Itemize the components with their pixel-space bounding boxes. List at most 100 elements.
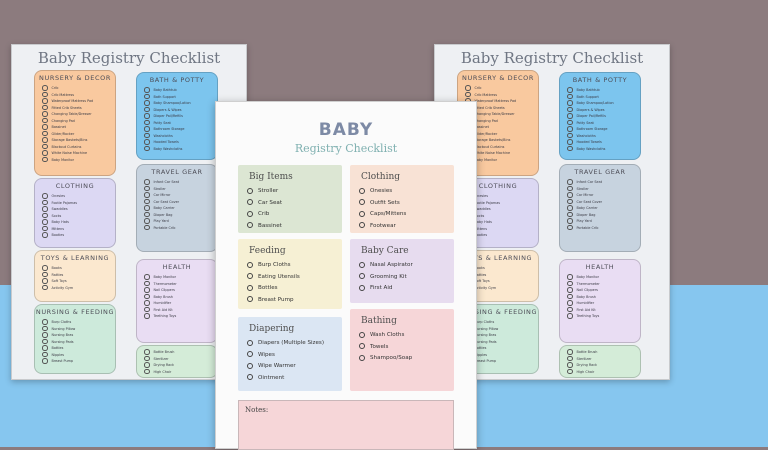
- checklist-item[interactable]: Changing Table/Dresser: [42, 111, 115, 118]
- checklist-item[interactable]: Car Seat Cover: [567, 199, 640, 206]
- checklist-item[interactable]: Activity Gym: [465, 285, 538, 292]
- checklist-item[interactable]: Washcloths: [567, 133, 640, 140]
- checklist-item[interactable]: Nipples: [42, 352, 115, 359]
- checklist-item[interactable]: High Chair: [567, 369, 640, 376]
- checklist-item[interactable]: Swaddles: [465, 206, 538, 213]
- checklist-item[interactable]: Humidifier: [567, 300, 640, 307]
- checklist-item[interactable]: Baby Brush: [144, 294, 217, 301]
- checklist-item[interactable]: Bottles: [247, 283, 342, 295]
- checklist-item[interactable]: Mittens: [465, 226, 538, 233]
- checklist-item[interactable]: Ointment: [247, 373, 342, 385]
- checklist-item[interactable]: Bassinet: [42, 124, 115, 131]
- checklist-item[interactable]: Car Seat Cover: [144, 199, 217, 206]
- checklist-item[interactable]: Activity Gym: [42, 285, 115, 292]
- checklist-item[interactable]: Crib: [42, 85, 115, 92]
- checklist-item[interactable]: Shampoo/Soap: [359, 353, 454, 365]
- checklist-item[interactable]: Socks: [42, 213, 115, 220]
- checklist-item[interactable]: Diaper Pail/Refills: [144, 113, 217, 120]
- checklist-item[interactable]: Washcloths: [144, 133, 217, 140]
- checklist-item[interactable]: Diapers & Wipes: [567, 107, 640, 114]
- checklist-item[interactable]: Bassinet: [465, 124, 538, 131]
- checklist-item[interactable]: Baby Bathtub: [144, 87, 217, 94]
- checklist-item[interactable]: Hooded Towels: [567, 139, 640, 146]
- checklist-item[interactable]: Booties: [465, 232, 538, 239]
- checklist-item[interactable]: Storage Baskets/Bins: [465, 137, 538, 144]
- checklist-item[interactable]: Caps/Mittens: [359, 209, 454, 221]
- checklist-item[interactable]: Crib: [247, 209, 342, 221]
- checklist-item[interactable]: Teething Toys: [144, 313, 217, 320]
- checklist-item[interactable]: Onesies: [465, 193, 538, 200]
- checklist-item[interactable]: Portable Crib: [567, 225, 640, 232]
- checklist-item[interactable]: Thermometer: [144, 281, 217, 288]
- checklist-item[interactable]: High Chair: [144, 369, 217, 376]
- checklist-item[interactable]: Soft Toys: [465, 278, 538, 285]
- checklist-item[interactable]: Crib: [465, 85, 538, 92]
- checklist-item[interactable]: First Aid: [359, 283, 454, 295]
- checklist-item[interactable]: Diapers (Multiple Sizes): [247, 338, 342, 350]
- checklist-item[interactable]: Bottles: [42, 345, 115, 352]
- checklist-item[interactable]: Bath Support: [567, 94, 640, 101]
- checklist-item[interactable]: Nursing Pillow: [465, 326, 538, 333]
- checklist-item[interactable]: Wash Cloths: [359, 330, 454, 342]
- checklist-item[interactable]: Wipe Warmer: [247, 361, 342, 373]
- checklist-item[interactable]: First Aid Kit: [567, 307, 640, 314]
- checklist-item[interactable]: Crib Mattress: [465, 92, 538, 99]
- checklist-item[interactable]: Onesies: [359, 186, 454, 198]
- checklist-item[interactable]: Swaddles: [42, 206, 115, 213]
- checklist-item[interactable]: Burp Cloths: [247, 260, 342, 272]
- checklist-item[interactable]: White Noise Machine: [465, 150, 538, 157]
- checklist-item[interactable]: Stroller: [567, 186, 640, 193]
- checklist-item[interactable]: Nasal Aspirator: [359, 260, 454, 272]
- checklist-item[interactable]: Rattles: [465, 272, 538, 279]
- checklist-item[interactable]: Stroller: [247, 186, 342, 198]
- checklist-item[interactable]: Footwear: [359, 221, 454, 233]
- checklist-item[interactable]: Changing Pad: [465, 118, 538, 125]
- checklist-item[interactable]: Onesies: [42, 193, 115, 200]
- checklist-item[interactable]: Footie Pajamas: [42, 200, 115, 207]
- checklist-item[interactable]: Diaper Bag: [144, 212, 217, 219]
- checklist-item[interactable]: Stroller: [144, 186, 217, 193]
- checklist-item[interactable]: Potty Seat: [144, 120, 217, 127]
- checklist-item[interactable]: Nursing Pads: [42, 339, 115, 346]
- checklist-item[interactable]: Fitted Crib Sheets: [465, 105, 538, 112]
- checklist-item[interactable]: Socks: [465, 213, 538, 220]
- checklist-item[interactable]: Waterproof Mattress Pad: [465, 98, 538, 105]
- checklist-item[interactable]: Changing Pad: [42, 118, 115, 125]
- checklist-item[interactable]: Rattles: [42, 272, 115, 279]
- checklist-item[interactable]: Nipples: [465, 352, 538, 359]
- checklist-item[interactable]: Burp Cloths: [42, 319, 115, 326]
- checklist-item[interactable]: Bath Support: [144, 94, 217, 101]
- checklist-item[interactable]: Baby Shampoo/Lotion: [144, 100, 217, 107]
- checklist-item[interactable]: Storage Baskets/Bins: [42, 137, 115, 144]
- checklist-item[interactable]: Books: [465, 265, 538, 272]
- checklist-item[interactable]: Bottles: [465, 345, 538, 352]
- checklist-item[interactable]: Nursing Bras: [42, 332, 115, 339]
- checklist-item[interactable]: Diaper Bag: [567, 212, 640, 219]
- checklist-item[interactable]: First Aid Kit: [144, 307, 217, 314]
- checklist-item[interactable]: Outfit Sets: [359, 198, 454, 210]
- checklist-item[interactable]: Nail Clippers: [567, 287, 640, 294]
- checklist-item[interactable]: Soft Toys: [42, 278, 115, 285]
- checklist-item[interactable]: Baby Hats: [42, 219, 115, 226]
- checklist-item[interactable]: Baby Brush: [567, 294, 640, 301]
- checklist-item[interactable]: Baby Monitor: [42, 157, 115, 164]
- checklist-item[interactable]: White Noise Machine: [42, 150, 115, 157]
- checklist-item[interactable]: Blackout Curtains: [42, 144, 115, 151]
- checklist-item[interactable]: Changing Table/Dresser: [465, 111, 538, 118]
- checklist-item[interactable]: Infant Car Seat: [144, 179, 217, 186]
- checklist-item[interactable]: Nursing Pads: [465, 339, 538, 346]
- checklist-item[interactable]: Car Seat: [247, 198, 342, 210]
- checklist-item[interactable]: Bathroom Storage: [144, 126, 217, 133]
- checklist-item[interactable]: Booties: [42, 232, 115, 239]
- checklist-item[interactable]: Diaper Pail/Refills: [567, 113, 640, 120]
- checklist-item[interactable]: Towels: [359, 342, 454, 354]
- checklist-item[interactable]: Books: [42, 265, 115, 272]
- checklist-item[interactable]: Baby Monitor: [465, 157, 538, 164]
- checklist-item[interactable]: Glider/Rocker: [42, 131, 115, 138]
- checklist-item[interactable]: Bathroom Storage: [567, 126, 640, 133]
- checklist-item[interactable]: Portable Crib: [144, 225, 217, 232]
- checklist-item[interactable]: Footie Pajamas: [465, 200, 538, 207]
- checklist-item[interactable]: Drying Rack: [144, 362, 217, 369]
- checklist-item[interactable]: Wipes: [247, 350, 342, 362]
- checklist-item[interactable]: Sterilizer: [144, 356, 217, 363]
